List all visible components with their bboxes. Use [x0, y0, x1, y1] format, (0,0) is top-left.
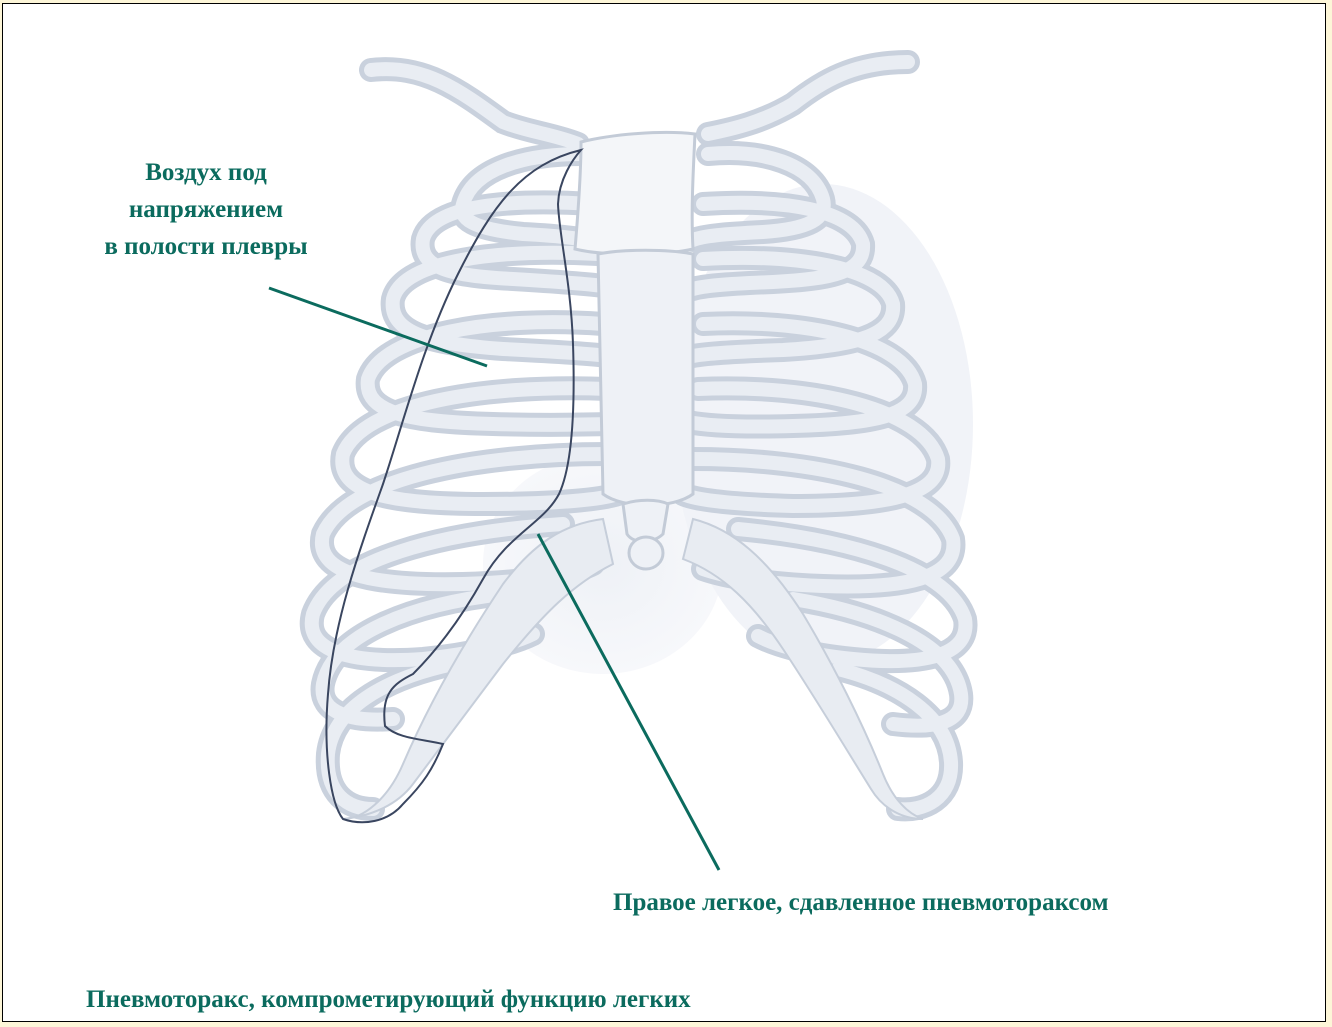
slide-frame: Воздух под напряжением в полости плевры … [2, 3, 1326, 1022]
collapsed-lung-label: Правое легкое, сдавленное пневмотораксом [613, 884, 1109, 921]
figure-caption: Пневмоторакс, компрометирующий функцию л… [86, 981, 691, 1018]
pleural-air-label-line-2: напряжением [21, 191, 391, 228]
pleural-air-label-line-3: в полости плевры [21, 228, 391, 265]
pleural-air-label: Воздух под напряжением в полости плевры [21, 154, 391, 265]
pleural-air-label-line-1: Воздух под [21, 154, 391, 191]
